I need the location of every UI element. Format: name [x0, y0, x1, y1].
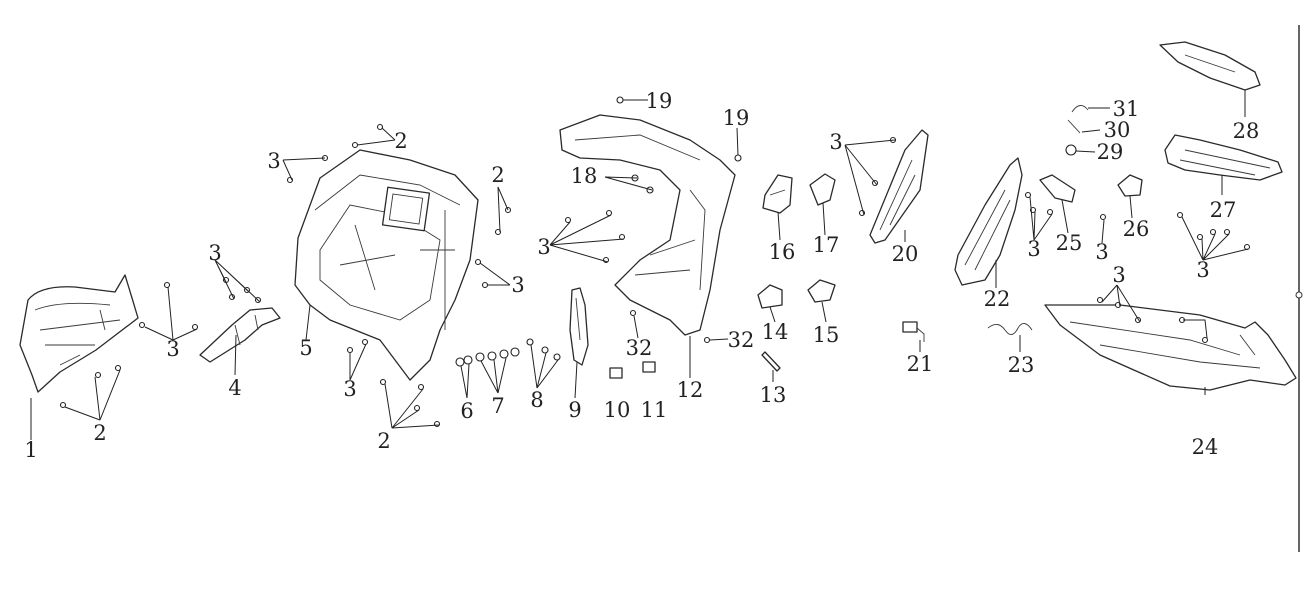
label-3b: 3: [208, 241, 221, 265]
part-11-pad: [642, 361, 656, 373]
part-30-pin: [1067, 119, 1081, 134]
label-32b: 32: [728, 328, 755, 352]
label-15: 15: [813, 323, 840, 347]
label-3c: 3: [267, 149, 280, 173]
label-1: 1: [24, 438, 37, 462]
label-26: 26: [1123, 217, 1150, 241]
label-2d: 2: [377, 429, 390, 453]
part-10-pad: [609, 367, 623, 379]
part-1-front-cover: [19, 274, 139, 393]
label-3a: 3: [166, 337, 179, 361]
label-6: 6: [460, 399, 473, 423]
label-9: 9: [568, 398, 581, 422]
callout-labels: 1 2 3 3 4 5 2 3 2 3 3 2 6 7 8 9 10 11 12…: [24, 89, 1259, 462]
part-15-clip: [807, 279, 836, 303]
label-2b: 2: [394, 129, 407, 153]
label-17: 17: [813, 233, 840, 257]
label-28: 28: [1233, 119, 1260, 143]
label-3g: 3: [829, 130, 842, 154]
leader-lines: [30, 90, 1249, 440]
label-3j: 3: [1112, 263, 1125, 287]
label-21: 21: [907, 352, 934, 376]
label-24: 24: [1192, 435, 1219, 459]
part-23-spring: [987, 323, 1033, 335]
label-29: 29: [1097, 140, 1124, 164]
label-8: 8: [530, 388, 543, 412]
label-2c: 2: [491, 163, 504, 187]
label-5: 5: [299, 336, 312, 360]
part-22-side-cover: [954, 157, 1023, 286]
label-3h: 3: [1027, 237, 1040, 261]
label-2a: 2: [93, 421, 106, 445]
label-13: 13: [760, 383, 787, 407]
label-18: 18: [571, 164, 598, 188]
label-31: 31: [1113, 97, 1140, 121]
label-3f: 3: [537, 235, 550, 259]
part-4-bracket: [199, 307, 281, 363]
label-11: 11: [641, 398, 668, 422]
part-28-top-plate: [1159, 41, 1261, 91]
part-24-floor-board: [1044, 304, 1297, 391]
label-7: 7: [491, 394, 504, 418]
label-32a: 32: [626, 336, 653, 360]
edge-marker: [1295, 291, 1303, 299]
label-19a: 19: [646, 89, 673, 113]
label-3i: 3: [1095, 240, 1108, 264]
label-19b: 19: [723, 106, 750, 130]
part-29-nut: [1065, 144, 1077, 156]
label-3d: 3: [511, 273, 524, 297]
part-20-rail: [869, 129, 929, 244]
part-21-connector: [902, 321, 925, 342]
part-25-bracket: [1039, 174, 1076, 203]
part-31-spring: [1071, 105, 1089, 113]
label-23: 23: [1008, 353, 1035, 377]
label-4: 4: [228, 376, 241, 400]
label-25: 25: [1056, 231, 1083, 255]
part-9-strip: [569, 287, 589, 366]
fasteners: [59, 96, 1251, 428]
part-17-clip: [809, 173, 836, 206]
part-16-clip: [762, 174, 793, 214]
label-3k: 3: [1196, 258, 1209, 282]
part-12-inner-panel: [559, 114, 736, 336]
label-12: 12: [677, 378, 704, 402]
label-3e: 3: [343, 377, 356, 401]
label-30: 30: [1104, 118, 1131, 142]
label-27: 27: [1210, 198, 1237, 222]
label-10: 10: [604, 398, 631, 422]
part-27-rear-tray: [1164, 134, 1283, 181]
label-22: 22: [984, 287, 1011, 311]
part-26-bracket: [1117, 174, 1143, 197]
part-14-clip: [757, 284, 783, 309]
label-14: 14: [762, 320, 789, 344]
part-5-front-frame: [294, 149, 479, 381]
label-16: 16: [769, 240, 796, 264]
part-13-pin: [761, 351, 781, 372]
label-20: 20: [892, 242, 919, 266]
